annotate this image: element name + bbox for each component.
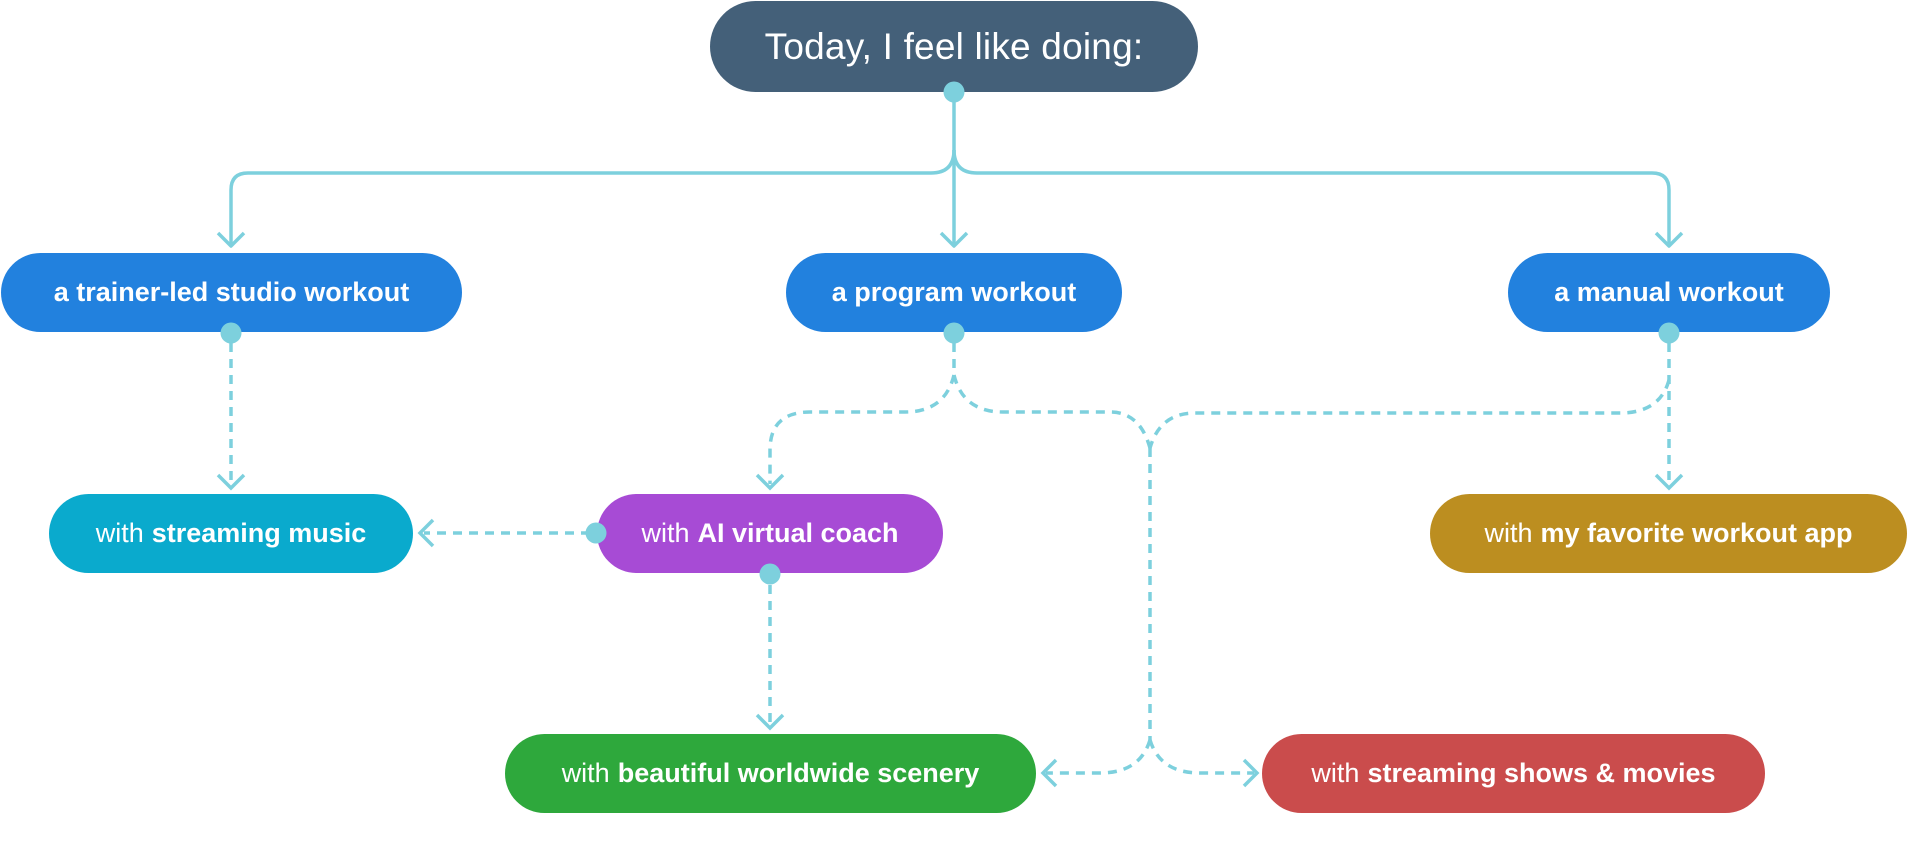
node-prefix: with <box>561 758 610 788</box>
root-node-label: Today, I feel like doing: <box>764 25 1144 67</box>
arrowhead-coach <box>755 473 785 491</box>
node-streaming-shows-movies[interactable]: with streaming shows & movies <box>1262 734 1765 813</box>
node-prefix: with <box>95 518 144 548</box>
arrowhead-trainer <box>216 231 246 248</box>
node-favorite-workout-app[interactable]: with my favorite workout app <box>1430 494 1907 573</box>
connector-program-to-coach <box>768 374 956 484</box>
node-streaming-music[interactable]: with streaming music <box>49 494 413 573</box>
arrowhead-program <box>939 231 969 248</box>
node-label: streaming music <box>151 518 367 548</box>
node-trainer-led-workout[interactable]: a trainer-led studio workout <box>1 253 462 332</box>
arrowhead-coach-to-scenery <box>755 713 785 731</box>
port-dot-coach-left[interactable] <box>585 522 607 544</box>
node-label: a program workout <box>831 277 1077 307</box>
node-prefix: with <box>1311 758 1360 788</box>
node-label: streaming shows & movies <box>1367 758 1716 788</box>
node-label: AI virtual coach <box>697 518 899 548</box>
arrowhead-music <box>216 473 246 491</box>
connector-program-to-merge <box>952 374 1152 449</box>
arrowhead-scenery <box>1040 758 1058 788</box>
node-prefix: with <box>1484 518 1533 548</box>
port-dot-manual[interactable] <box>1658 322 1680 344</box>
connector-manual-to-merge <box>1148 379 1671 449</box>
node-label: a trainer-led studio workout <box>53 277 410 307</box>
connector-merge-to-scenery <box>1046 739 1152 775</box>
node-ai-virtual-coach[interactable]: with AI virtual coach <box>597 494 943 573</box>
arrowhead-coach-to-music <box>417 518 435 548</box>
node-label: my favorite workout app <box>1540 518 1853 548</box>
node-manual-workout[interactable]: a manual workout <box>1508 253 1830 332</box>
arrowhead-shows <box>1242 758 1260 788</box>
connector-merge-to-shows <box>1148 739 1254 775</box>
node-label: a manual workout <box>1554 277 1784 307</box>
node-prefix: with <box>641 518 690 548</box>
port-dot-root[interactable] <box>943 81 965 103</box>
port-dot-trainer[interactable] <box>220 322 242 344</box>
root-node[interactable]: Today, I feel like doing: <box>710 1 1198 92</box>
node-program-workout[interactable]: a program workout <box>786 253 1122 332</box>
node-worldwide-scenery[interactable]: with beautiful worldwide scenery <box>505 734 1036 813</box>
connector-root-to-manual <box>952 149 1671 244</box>
port-dot-coach-bottom[interactable] <box>759 563 781 585</box>
arrowhead-manual <box>1654 231 1684 248</box>
connector-root-to-trainer <box>229 149 956 244</box>
node-label: beautiful worldwide scenery <box>617 758 980 788</box>
port-dot-program[interactable] <box>943 322 965 344</box>
arrowhead-app <box>1654 473 1684 491</box>
